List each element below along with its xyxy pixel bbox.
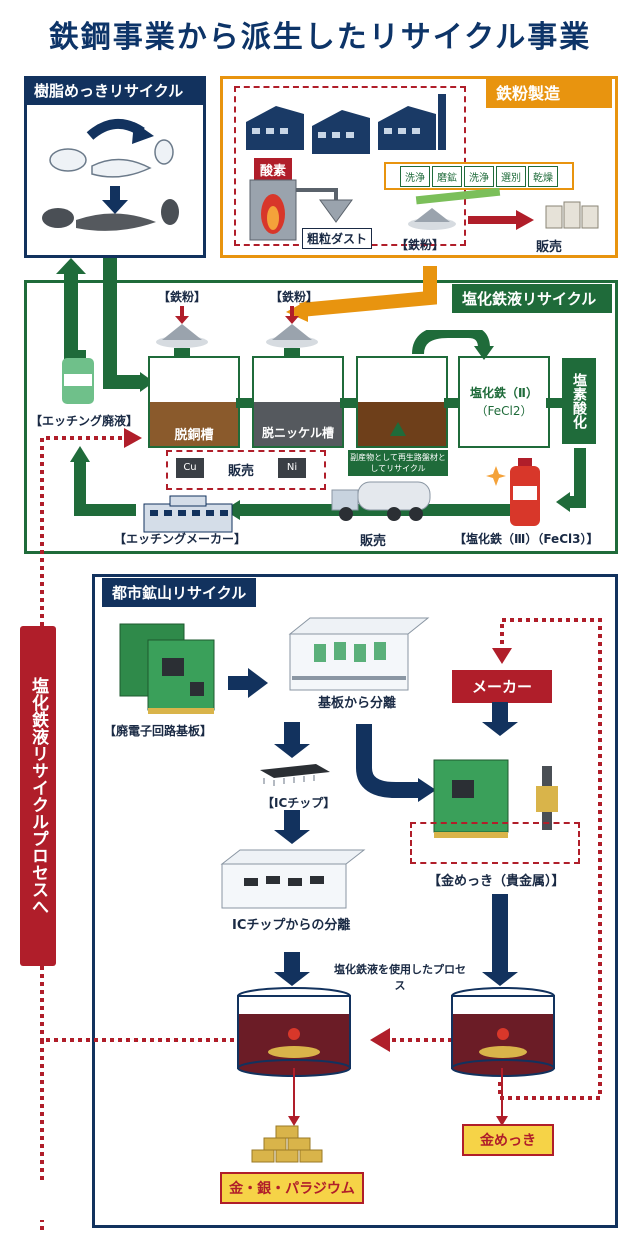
board-separation-label: 基板から分離 (318, 696, 397, 711)
waste-pcb-label: 【廃電子回路基板】 (104, 724, 213, 738)
maker-label: メーカー (452, 670, 552, 703)
ferric-recycle-box (24, 280, 618, 554)
cu-block: Cu (176, 458, 204, 478)
step-grind: 磨鉱 (432, 165, 462, 187)
step-wash-1: 洗浄 (400, 165, 430, 187)
byproduct-label: 副産物として再生路盤材としてリサイクル (348, 450, 448, 476)
iron-powder-box (220, 76, 618, 258)
waste-pcb-illustration (119, 623, 215, 714)
step-sort: 選別 (496, 165, 526, 187)
fecl2-label-1: 塩化鉄（Ⅱ） (470, 386, 538, 400)
denickel-tank-label: 脱ニッケル槽 (261, 426, 334, 440)
iron-powder-header: 鉄粉製造 (486, 76, 612, 108)
factory-buildings (246, 94, 446, 154)
resin-recycle-illustration (42, 119, 179, 231)
iron-powder-product-label: 【鉄粉】 (396, 238, 445, 252)
furnace-illustration (249, 179, 353, 241)
fecl3-bottle (486, 458, 540, 526)
tanker-truck (331, 481, 431, 521)
decopper-tank-label: 脱銅槽 (174, 428, 214, 443)
denickel-tank (252, 356, 344, 448)
fecl2-tank (458, 356, 550, 448)
powder-label-2: 【鉄粉】 (270, 290, 319, 304)
powder-sale-illustration (408, 188, 599, 230)
precious-metals-label: 金・銀・パラジウム (220, 1172, 364, 1204)
resin-recycle-header: 樹脂めっきリサイクル (24, 76, 206, 105)
process-label: 塩化鉄液を使用したプロセス (334, 963, 466, 992)
gold-plating-illustration (433, 759, 558, 838)
waste-liquid-bottle (62, 350, 94, 404)
page-title: 鉄鋼事業から派生したリサイクル事業 (48, 20, 592, 55)
oxygen-label: 酸素 (254, 158, 293, 181)
metal-sale-group (166, 450, 326, 490)
gold-bars-illustration (251, 1125, 323, 1163)
ic-chip-illustration (260, 764, 330, 786)
side-process-label: 塩化鉄液リサイクルプロセスへ (20, 626, 56, 966)
vat-left (237, 987, 351, 1077)
ic-separation-equipment (220, 849, 366, 909)
ic-separation-label: ICチップからの分離 (232, 918, 351, 933)
urban-mine-box (92, 574, 618, 1228)
coarse-dust-label: 粗粒ダスト (302, 228, 373, 249)
ni-block: Ni (278, 458, 306, 478)
etching-maker-label: 【エッチングメーカー】 (114, 532, 247, 546)
gold-plating-label: 【金めっき（貴金属）】 (428, 874, 565, 889)
vat-output-arrows (288, 1068, 508, 1126)
metal-sale-label: 販売 (228, 464, 255, 479)
powder-label-1: 【鉄粉】 (158, 290, 207, 304)
step-dry: 乾燥 (528, 165, 558, 187)
gold-plating-group (410, 822, 580, 864)
etching-maker-building (143, 495, 233, 533)
ic-chip-label: 【ICチップ】 (262, 796, 336, 810)
separation-equipment (288, 617, 430, 691)
urban-flow-arrows (228, 668, 518, 986)
etching-waste-label: 【エッチング廃液】 (30, 414, 139, 428)
ferric-recycle-header: 塩化鉄液リサイクル (452, 284, 612, 313)
chlorine-oxidation-label: 塩素酸化 (562, 358, 596, 444)
urban-mine-header: 都市鉱山リサイクル (102, 578, 257, 607)
fecl3-label: 【塩化鉄（Ⅲ）（FeCl3）】 (454, 532, 599, 546)
fecl2-label-2: （FeCl2） (475, 404, 533, 418)
top-connector-arrows (56, 258, 437, 392)
gold-plating-output-label: 金めっき (462, 1124, 554, 1156)
process-steps: 洗浄 磨鉱 洗浄 選別 乾燥 (384, 162, 574, 190)
ferric-sale-label: 販売 (360, 534, 387, 549)
iron-powder-sale-label: 販売 (536, 240, 563, 255)
step-wash-2: 洗浄 (464, 165, 494, 187)
